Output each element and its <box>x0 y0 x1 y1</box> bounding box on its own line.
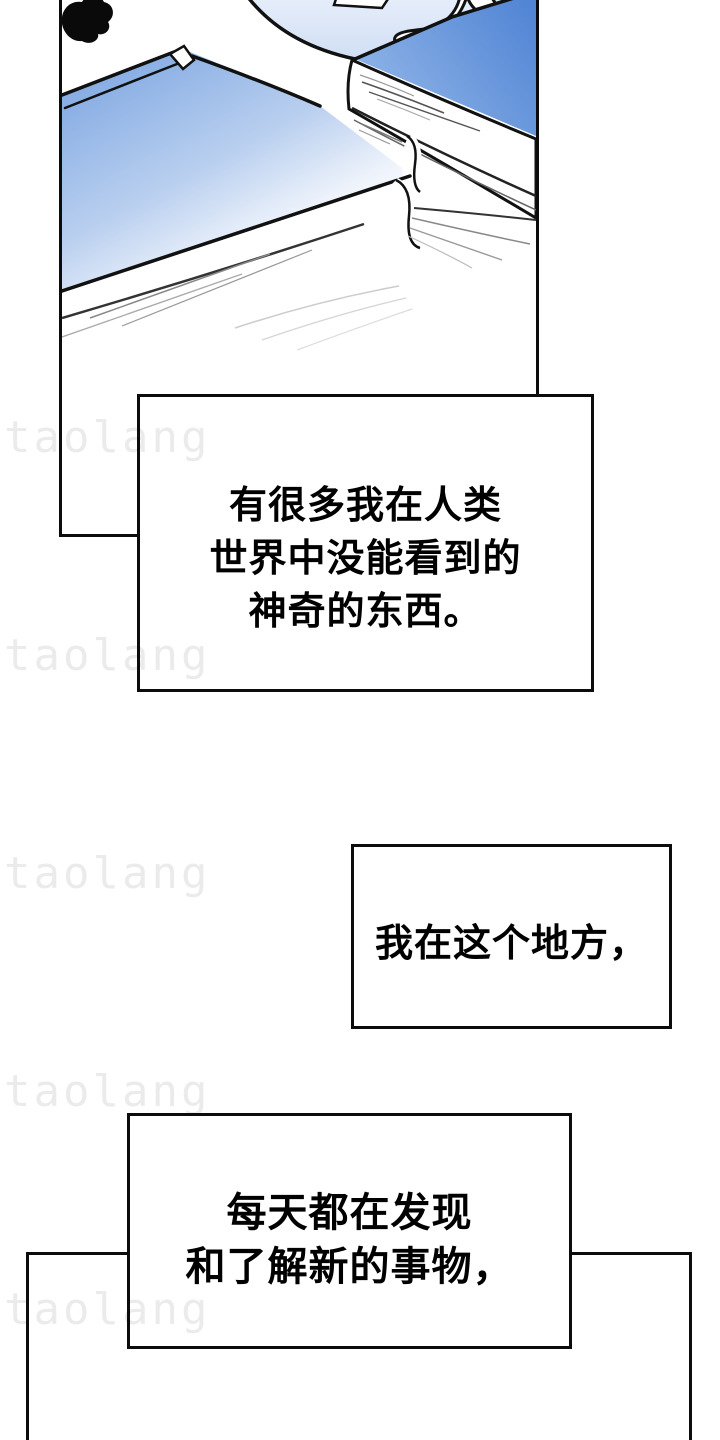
caption-2-text: 我在这个地方， <box>375 918 648 970</box>
caption-line: 有很多我在人类 <box>228 484 502 527</box>
watermark-text: taolang <box>4 1066 211 1117</box>
caption-1-text: 有很多我在人类 世界中没能看到的 神奇的东西。 <box>209 480 521 639</box>
caption-line: 神奇的东西。 <box>248 590 483 633</box>
caption-line: 每天都在发现 <box>226 1191 473 1235</box>
pale-blue-book-top <box>248 0 508 61</box>
open-book-on-surface <box>332 0 389 10</box>
watermark-text: taolang <box>4 848 211 899</box>
caption-line: 和了解新的事物， <box>185 1245 514 1289</box>
caption-line: 我在这个地方， <box>374 922 648 965</box>
caption-box-2: 我在这个地方， <box>351 844 672 1029</box>
caption-line: 世界中没能看到的 <box>209 537 522 580</box>
deep-blue-book <box>346 0 536 220</box>
caption-box-3: 每天都在发现 和了解新的事物， <box>127 1113 572 1349</box>
left-blue-book <box>62 44 410 291</box>
books-illustration <box>62 0 536 351</box>
caption-box-1: 有很多我在人类 世界中没能看到的 神奇的东西。 <box>137 394 594 692</box>
caption-3-text: 每天都在发现 和了解新的事物， <box>186 1186 514 1294</box>
bird-silhouette <box>62 0 113 43</box>
big-white-book <box>62 174 536 351</box>
